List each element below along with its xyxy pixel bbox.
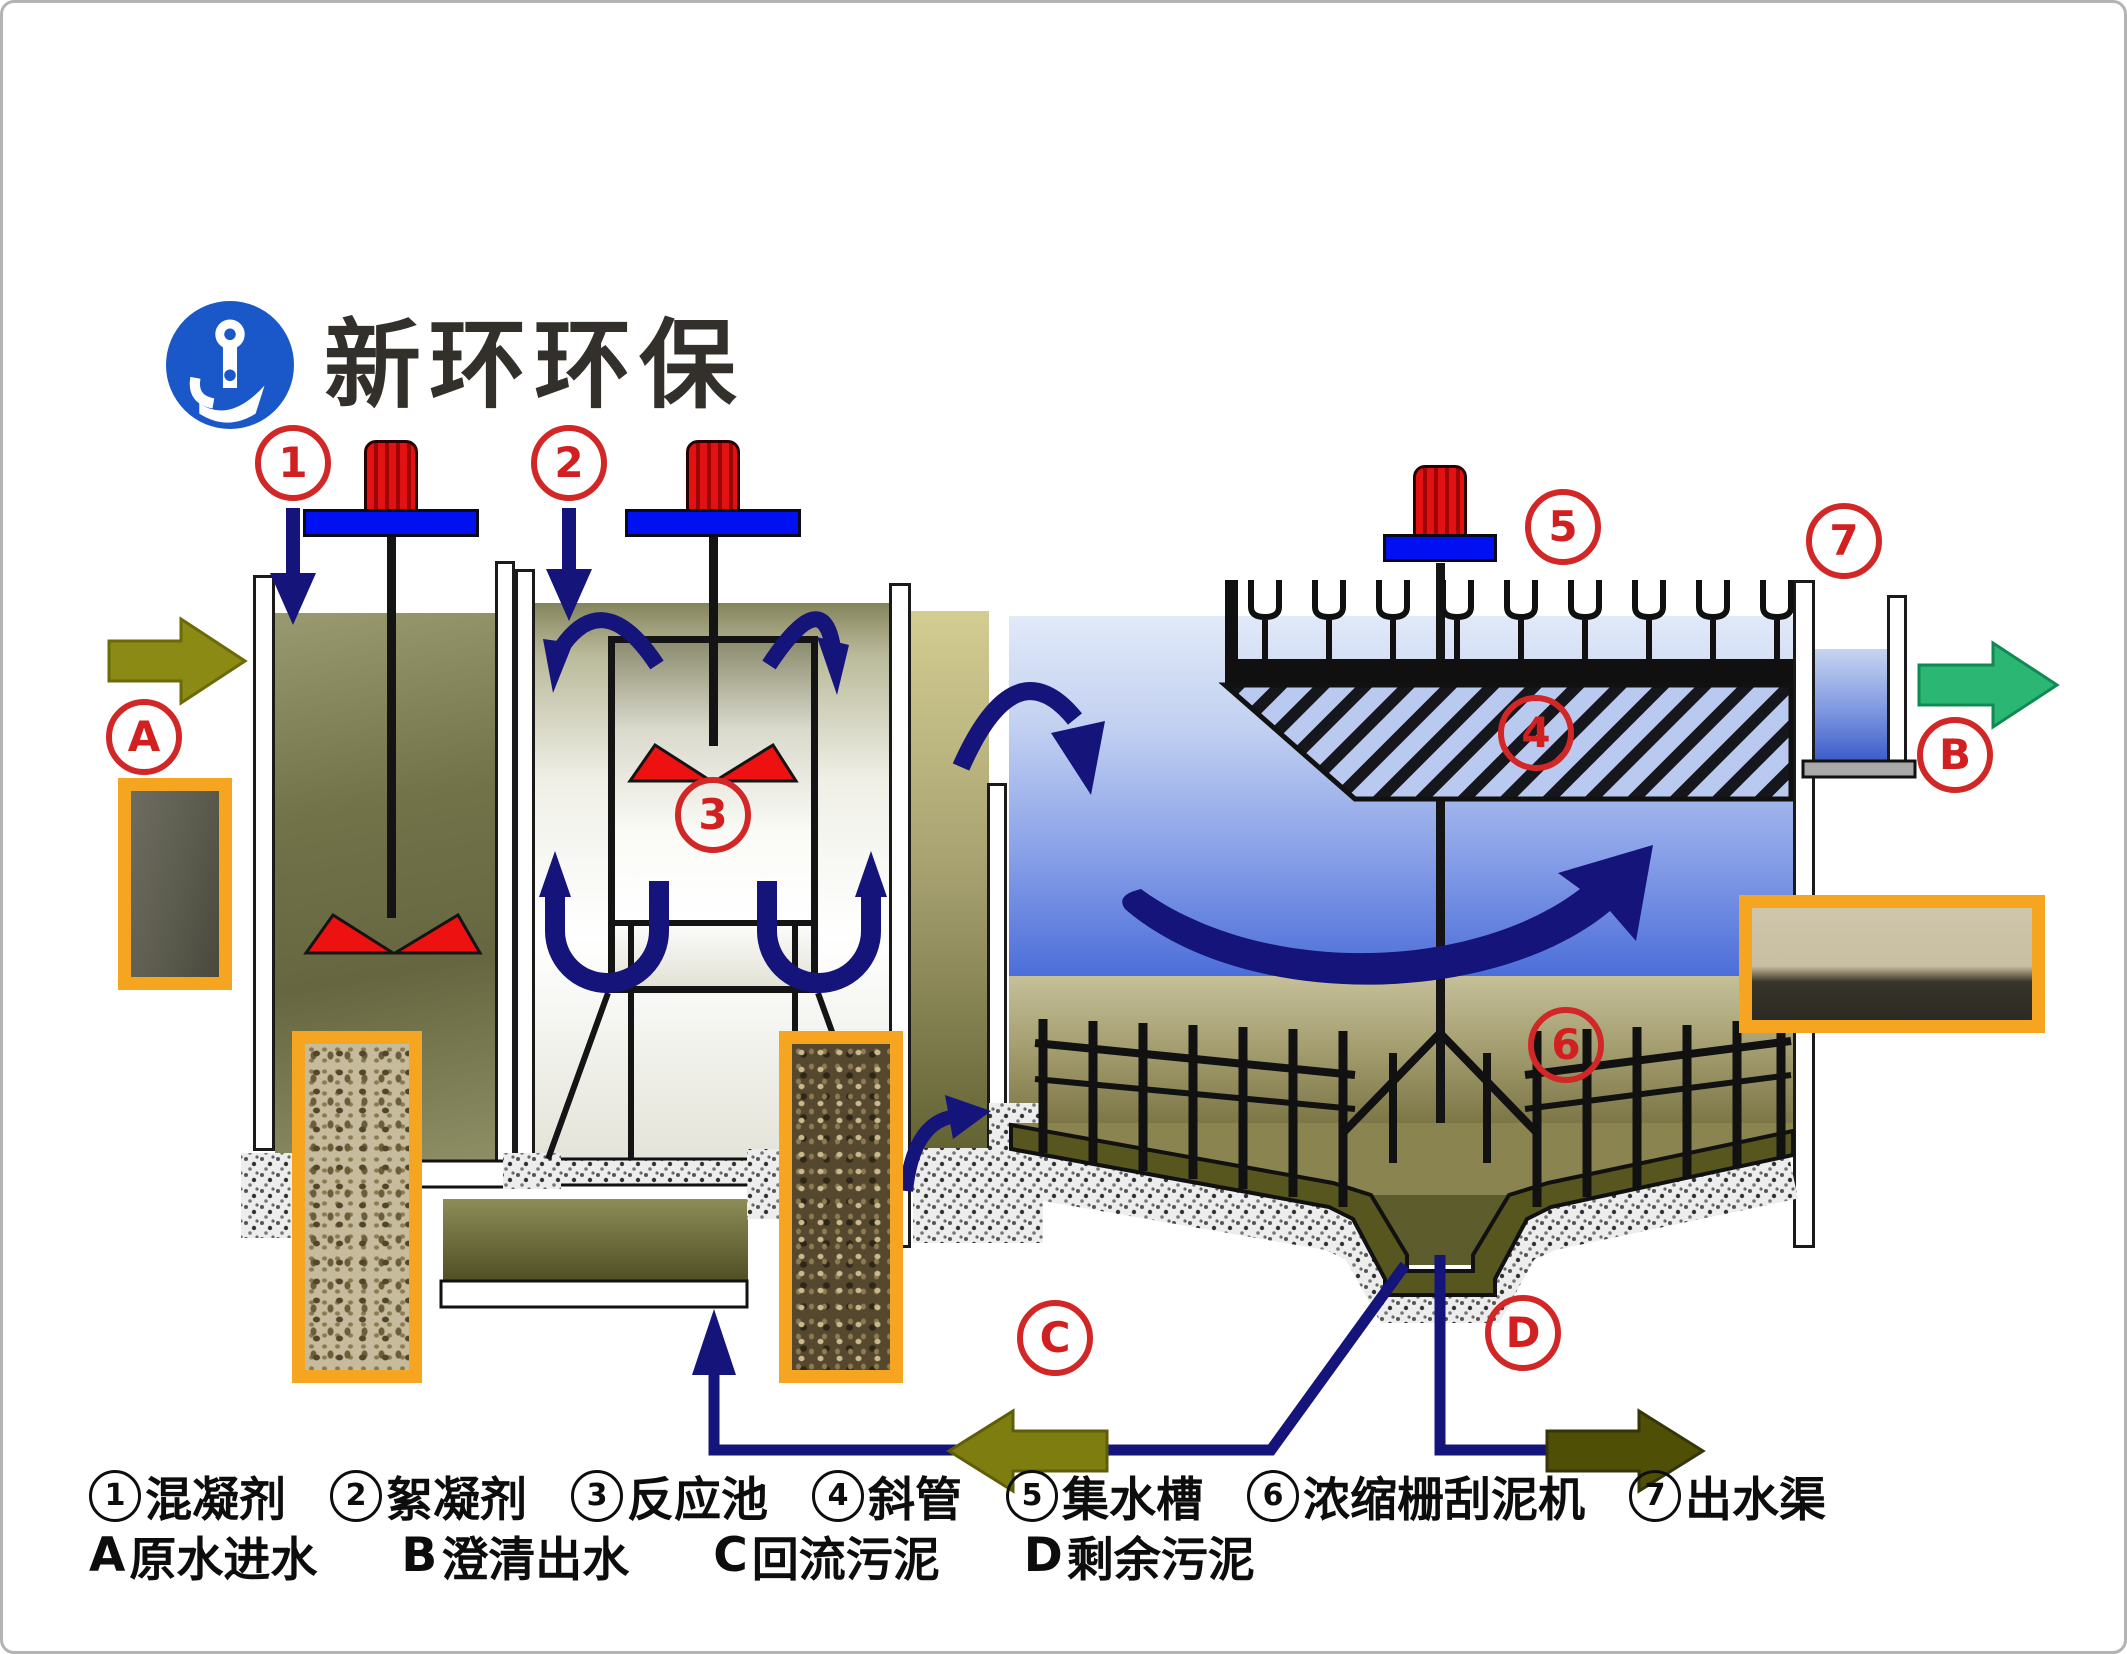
impeller-blades [303,742,799,955]
marker-B-clarified-outflow: B [1917,717,1993,793]
marker-2-flocculant: 2 [531,425,607,501]
marker-D-excess-sludge: D [1485,1295,1561,1371]
clarifier-circulation-arrow [1122,845,1653,985]
flocculation-circulation-arrows [552,611,841,670]
flocculant-dosing-arrow [546,508,592,621]
sludge-lower-zone [1009,1123,1793,1255]
bottom-inlet-arrowhead [945,1095,991,1139]
legend-label: 剩余污泥 [1066,1533,1255,1588]
sludge-hopper-fill [1371,1195,1509,1265]
outlet-channel-base [1801,759,1917,779]
legend-label: 絮凝剂 [386,1473,527,1528]
diagram-shapes [107,508,2060,1494]
legend-circled-number: 5 [1006,1469,1058,1522]
coagulant-dosing-arrow [270,508,316,625]
raw-water-photo [118,778,232,990]
marker-A-raw-water-inlet: A [106,699,182,775]
outlet-channel-water [1815,649,1887,761]
clarifier-bottom-inlet-arrow [899,1110,953,1192]
return-sludge-up-arrowhead [692,1309,736,1375]
legend-label: 斜管 [868,1473,962,1528]
marker-7-outlet-channel: 7 [1806,503,1882,579]
legend-label: 反应池 [627,1473,768,1528]
marker-4-inclined-tubes: 4 [1498,695,1574,771]
marker-1-coagulant: 1 [255,425,331,501]
legend-letter: D [1023,1528,1063,1583]
clarifier-inlet-column-water [911,611,989,1163]
clarified-outflow-arrow [1917,640,2060,730]
legend-circled-number: 3 [571,1469,623,1522]
legend-label: 回流污泥 [751,1533,940,1588]
draft-tube-underflow-arrows [545,881,881,993]
legend-label: 澄清出水 [441,1533,630,1588]
sludge-sample-photo [779,1031,903,1383]
collecting-troughs [1225,580,1793,685]
legend-letter: A [89,1528,126,1583]
clarifier-drive-mount [1383,534,1497,562]
legend-label: 集水槽 [1062,1473,1203,1528]
legend-circled-number: 4 [812,1469,864,1522]
marker-3-reaction-tank: 3 [675,777,751,853]
legend-circled-number: 1 [89,1469,141,1522]
legend-circled-number: 6 [1247,1469,1299,1522]
company-name: 新环环保 [324,308,744,422]
tank1-mixer-mount [303,509,479,537]
legend-label: 浓缩栅刮泥机 [1303,1473,1585,1528]
legend-circled-number: 7 [1629,1469,1681,1522]
tank2-mixer-mount [625,509,801,537]
tank1-mixer-motor [364,440,418,512]
mixer-shafts [387,534,1445,1239]
tank2-mixer-motor [686,440,740,512]
marker-C-return-sludge: C [1017,1300,1093,1376]
underflow-arrowhead-right [855,851,887,897]
company-logo: 新环环保 [166,301,744,429]
legend-label: 原水进水 [129,1533,318,1588]
legend-label: 混凝剂 [145,1473,286,1528]
overflow-arrowhead [1051,721,1105,795]
clarifier-inlet-overflow-arrow [952,682,1082,771]
legend-label: 出水渠 [1685,1473,1826,1528]
legend-letter: C [713,1528,748,1583]
legend-letter: B [401,1528,438,1583]
tank1-left-wall [253,575,275,1151]
legend-circled-number: 2 [330,1469,382,1522]
floc-sample-photo [292,1031,422,1383]
clarifier-drive-motor [1413,465,1467,537]
circulation-arrowhead-right [817,637,849,695]
marker-6-thickener-scraper: 6 [1528,1007,1604,1083]
clarifier-site-photo [1739,895,2045,1033]
logo-anchor-icon [166,301,294,429]
clarifier-floor [1009,1122,1795,1297]
raw-water-inflow-arrow [107,616,248,706]
underflow-arrowhead-left [539,851,571,897]
marker-5-collecting-trough: 5 [1525,489,1601,565]
circulation-arrowhead-left [543,639,573,693]
